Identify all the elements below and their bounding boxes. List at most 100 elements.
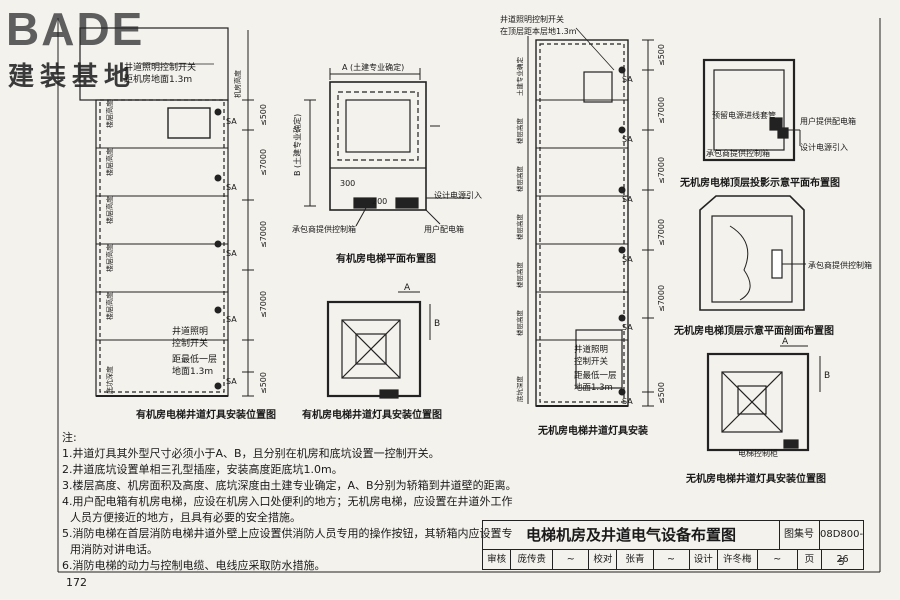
d6-contractor: 承包商提供控制箱 — [808, 260, 872, 270]
d2-dim-200: 200 — [372, 197, 387, 206]
d1-bottom-switch-3: 距最低一层 — [172, 353, 217, 365]
d5-caption: 无机房电梯顶层投影示意平面布置图 — [679, 176, 840, 189]
cell-checker-signature: ~ — [654, 550, 690, 569]
d4-sa-4: SA — [622, 255, 633, 264]
d4-sa-1: SA — [622, 75, 633, 84]
cell-checker: 张青 — [617, 550, 654, 569]
d1-caption: 有机房电梯井道灯具安装位置图 — [136, 408, 276, 421]
page-number: 172 — [66, 576, 87, 589]
d4-dim-5: ≤7000 — [657, 285, 666, 312]
cell-designer: 许冬梅 — [718, 550, 758, 569]
d4-bottom-switch-1: 井道照明 — [574, 344, 608, 355]
d1-sa-2: SA — [226, 183, 237, 192]
d1-sa-3: SA — [226, 249, 237, 258]
note-item: 人员方便接近的地方，且具有必要的安全措施。 — [70, 511, 301, 524]
d3-a: A — [404, 283, 411, 293]
d2-user-box: 用户配电箱 — [424, 224, 464, 234]
d4-bottom-switch-3: 距最低一层 — [574, 370, 617, 381]
d1-floor-label-2: 楼层高度 — [105, 148, 114, 176]
d1-switch-line2: 距机房地面1.3m — [124, 73, 192, 85]
d7-control-box: 电梯控制柜 — [738, 448, 778, 458]
d4-dim-1: ≤500 — [657, 44, 666, 66]
d4-bottom-switch-4: 地面1.3m — [574, 382, 613, 393]
d2-dim-300: 300 — [340, 179, 355, 188]
signature-row: 审核 庞传贵 ~ 校对 张青 ~ 设计 许冬梅 ~ 页 26 — [483, 550, 863, 569]
d1-floor-label-1: 楼层高度 — [105, 100, 114, 128]
d1-sa-4: SA — [226, 315, 237, 324]
d7-a: A — [782, 337, 789, 347]
d2-contractor: 承包商提供控制箱 — [292, 224, 356, 234]
d7-b: B — [824, 371, 830, 381]
notes-title: 注: — [62, 431, 77, 444]
d4-bottom-switch-2: 控制开关 — [574, 356, 609, 367]
cell-check-label: 校对 — [589, 550, 618, 569]
cell-review-label: 审核 — [483, 550, 512, 569]
d1-sa-1: SA — [226, 117, 237, 126]
d4-sa-6: SA — [622, 397, 633, 406]
d3-caption: 有机房电梯井道灯具安装位置图 — [302, 408, 442, 421]
d1-dim-2: ≤7000 — [259, 149, 268, 176]
d4-switch-line2: 在顶层距本层地1.3m — [500, 26, 577, 36]
d2-caption: 有机房电梯平面布置图 — [336, 252, 436, 265]
d5-user-box: 用户提供配电箱 — [800, 116, 856, 126]
note-item: 用消防对讲电话。 — [70, 543, 158, 556]
d4-floor-label-3: 楼层高度 — [515, 214, 524, 241]
cell-reviewer: 庞传贵 — [511, 550, 554, 569]
d2-dim-b: B (土建专业确定) — [292, 114, 302, 176]
d4-floor-label-2: 楼层高度 — [515, 166, 524, 193]
d4-sa-3: SA — [622, 195, 633, 204]
d5-contractor: 承包商提供控制箱 — [706, 148, 770, 158]
diagram4-shaft — [527, 36, 654, 407]
cell-page-number: 26 — [836, 554, 849, 565]
logo: BADE 建装基地 — [6, 3, 186, 92]
set-number: 08D800-5 — [820, 521, 863, 568]
note-item: 4.用户配电箱有机房电梯，应设在机房入口处便利的地方；无机房电梯，应设置在井道外… — [62, 495, 513, 508]
d4-floor-label-1: 楼层高度 — [515, 118, 524, 145]
d5-design-power: 设计电源引入 — [800, 142, 848, 152]
d4-bottom-label: 底坑深度 — [515, 376, 524, 403]
d1-bottom-switch-4: 地面1.3m — [172, 365, 213, 377]
d1-bottom-switch-2: 控制开关 — [172, 337, 208, 349]
note-item: 3.楼层高度、机房面积及高度、底坑深度由土建专业确定，A、B分别为轿箱到井道壁的… — [62, 479, 517, 492]
d4-dim-3: ≤7000 — [657, 157, 666, 184]
diagram1-shaft — [79, 27, 254, 397]
d4-sa-2: SA — [622, 135, 633, 144]
note-item: 5.消防电梯在首层消防电梯井道外壁上应设置供消防人员专用的操作按钮，其轿箱内应设… — [62, 527, 513, 540]
d7-caption: 无机房电梯井道灯具安装位置图 — [685, 472, 826, 485]
diagram3-section — [326, 291, 431, 399]
logo-subtitle: 建装基地 — [8, 62, 137, 92]
cell-designer-signature: ~ — [758, 550, 798, 569]
d4-dim-6: ≤500 — [657, 382, 666, 404]
d4-dim-2: ≤7000 — [657, 97, 666, 124]
d5-conduit: 预留电源进线套管 — [712, 110, 776, 120]
cell-design-label: 设计 — [690, 550, 718, 569]
d4-floor-label-4: 楼层高度 — [515, 262, 524, 289]
diagram5-plan — [702, 58, 801, 162]
d1-switch-line1: 井道照明控制开关 — [124, 61, 196, 73]
d4-floor-label-5: 楼层高度 — [515, 310, 524, 337]
note-item: 6.消防电梯的动力与控制电缆、电线应采取防水措施。 — [62, 559, 326, 572]
diagram2-plan — [304, 68, 470, 227]
d1-floor-label-4: 楼层高度 — [105, 244, 114, 272]
d2-dim-a: A (土建专业确定) — [342, 62, 404, 72]
d2-design-power: 设计电源引入 — [434, 190, 482, 200]
set-label: 图集号 — [779, 521, 820, 550]
d1-dim-5: ≤500 — [259, 372, 268, 394]
logo-word: BADE — [6, 3, 145, 55]
title-block: 电梯机房及井道电气设备布置图 图集号 08D800-5 审核 庞传贵 ~ 校对 … — [482, 520, 864, 570]
d1-sa-5: SA — [226, 377, 237, 386]
d4-caption: 无机房电梯井道灯具安装 — [537, 424, 648, 437]
d1-floor-label-5: 楼层高度 — [105, 292, 114, 320]
note-item: 1.井道灯具其外型尺寸必须小于A、B，且分别在机房和底坑设置一控制开关。 — [62, 447, 440, 460]
d4-switch-line1: 井道照明控制开关 — [500, 14, 564, 24]
diagram7-section — [706, 345, 821, 452]
d4-dim-4: ≤7000 — [657, 219, 666, 246]
note-item: 2.井道底坑设置单相三孔型插座，安装高度距底坑1.0m。 — [62, 463, 343, 476]
d6-caption: 无机房电梯顶层示意平面剖面布置图 — [673, 324, 834, 337]
d1-bottom-label: 底坑深度 — [105, 366, 114, 394]
d1-floor-label-3: 楼层高度 — [105, 196, 114, 224]
d4-sa-5: SA — [622, 323, 633, 332]
cell-reviewer-signature: ~ — [553, 550, 590, 569]
d1-dim-4: ≤7000 — [259, 291, 268, 318]
